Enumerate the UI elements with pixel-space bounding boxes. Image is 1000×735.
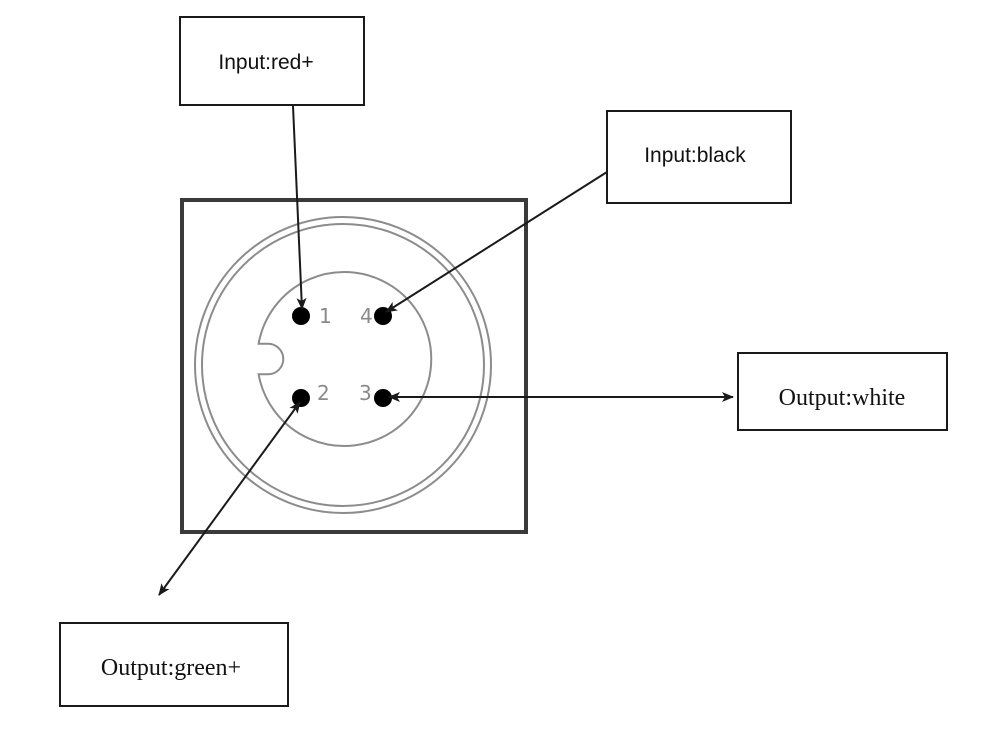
callout-output-green: Output:green+ <box>59 622 289 707</box>
arrow-pin-2-output-green <box>158 401 301 596</box>
callout-input-black: Input:black <box>606 110 792 204</box>
pin-dot <box>374 389 392 407</box>
pin-dot <box>292 307 310 325</box>
connector-pin-face <box>257 271 433 447</box>
callout-label: Output:green+ <box>101 655 241 681</box>
pin-dot <box>292 389 310 407</box>
callout-box <box>737 352 948 431</box>
pin-number-label: 2 <box>317 381 330 405</box>
pin-number-label: 1 <box>319 304 332 328</box>
callout-box <box>179 16 365 106</box>
pin-number-label: 3 <box>359 381 372 405</box>
callout-box <box>59 622 289 707</box>
connector-inner-ring <box>201 223 485 507</box>
connector-housing-frame <box>180 198 528 534</box>
callout-label: Input:red+ <box>218 51 313 74</box>
pin-number-label: 4 <box>360 304 373 328</box>
callout-box <box>606 110 792 204</box>
callout-input-red: Input:red+ <box>179 16 365 106</box>
pin-1: 1 <box>292 304 332 328</box>
callout-label: Input:black <box>644 144 746 167</box>
callout-output-white: Output:white <box>737 352 948 431</box>
pin-3: 3 <box>359 381 392 407</box>
connector-outer-ring <box>194 216 492 514</box>
pin-4: 4 <box>360 304 392 328</box>
arrow-input-red-to-pin-1 <box>292 105 307 310</box>
pin-2: 2 <box>292 381 330 407</box>
arrow-input-black-to-pin-4 <box>385 171 608 313</box>
callout-label: Output:white <box>779 385 906 411</box>
